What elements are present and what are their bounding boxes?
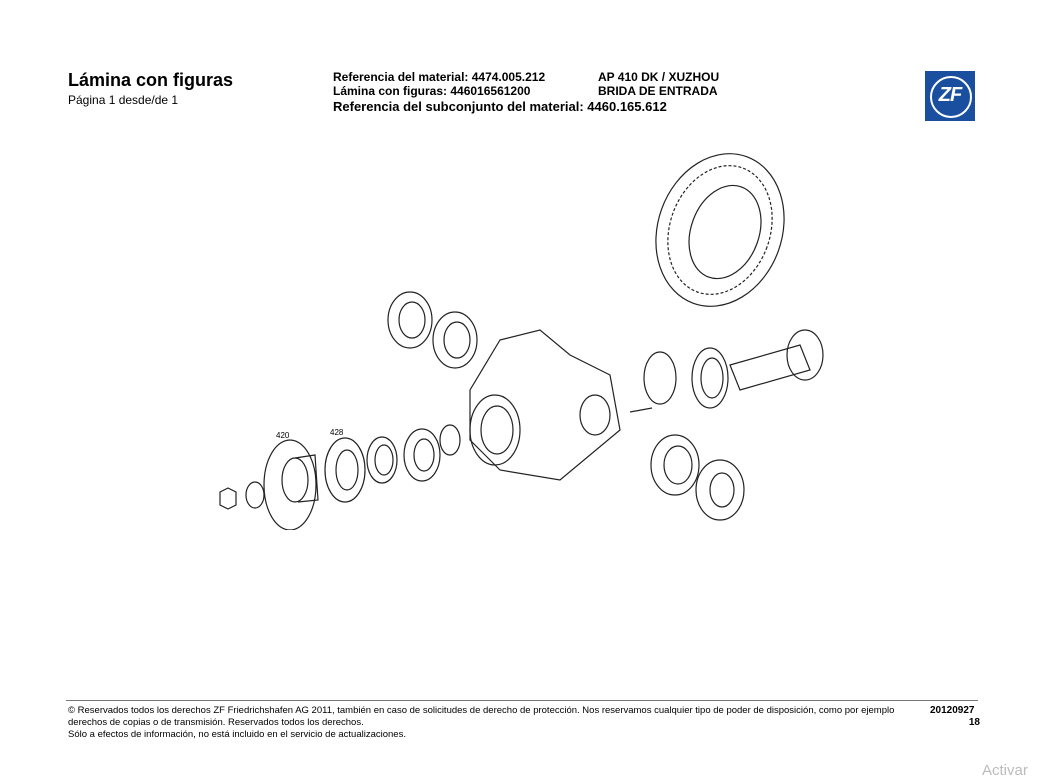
- exploded-parts-diagram: 420 428: [219, 153, 824, 530]
- activation-watermark: Activar: [982, 762, 1028, 779]
- bearings-right: [650, 434, 745, 521]
- material-reference: Referencia del material: 4474.005.212: [333, 70, 546, 84]
- seal-top: [387, 291, 478, 369]
- page-title: Lámina con figuras: [68, 70, 234, 90]
- pinion-shaft: [629, 329, 824, 413]
- document-number: 18: [968, 717, 980, 728]
- logo-ring: [930, 76, 972, 118]
- info-text: Sólo a efectos de información, no está i…: [68, 729, 406, 740]
- part-name: BRIDA DE ENTRADA: [598, 84, 718, 98]
- document-date: 20120927: [930, 705, 975, 716]
- figure-sheet-reference: Lámina con figuras: 446016561200: [333, 84, 531, 98]
- ring-gear: [655, 153, 785, 307]
- page-number: Página 1 desde/de 1: [68, 93, 179, 107]
- part-label-420: 420: [276, 431, 290, 440]
- footer-divider: [66, 700, 978, 701]
- logo-text: ZF: [938, 84, 962, 106]
- part-label-428: 428: [330, 428, 344, 437]
- left-parts: [219, 424, 461, 530]
- zf-logo[interactable]: ZF: [925, 71, 975, 121]
- subassembly-reference: Referencia del subconjunto del material:…: [333, 99, 667, 114]
- model-name: AP 410 DK / XUZHOU: [598, 70, 720, 84]
- copyright-text: © Reservados todos los derechos ZF Fried…: [68, 705, 895, 728]
- housing: [469, 329, 621, 481]
